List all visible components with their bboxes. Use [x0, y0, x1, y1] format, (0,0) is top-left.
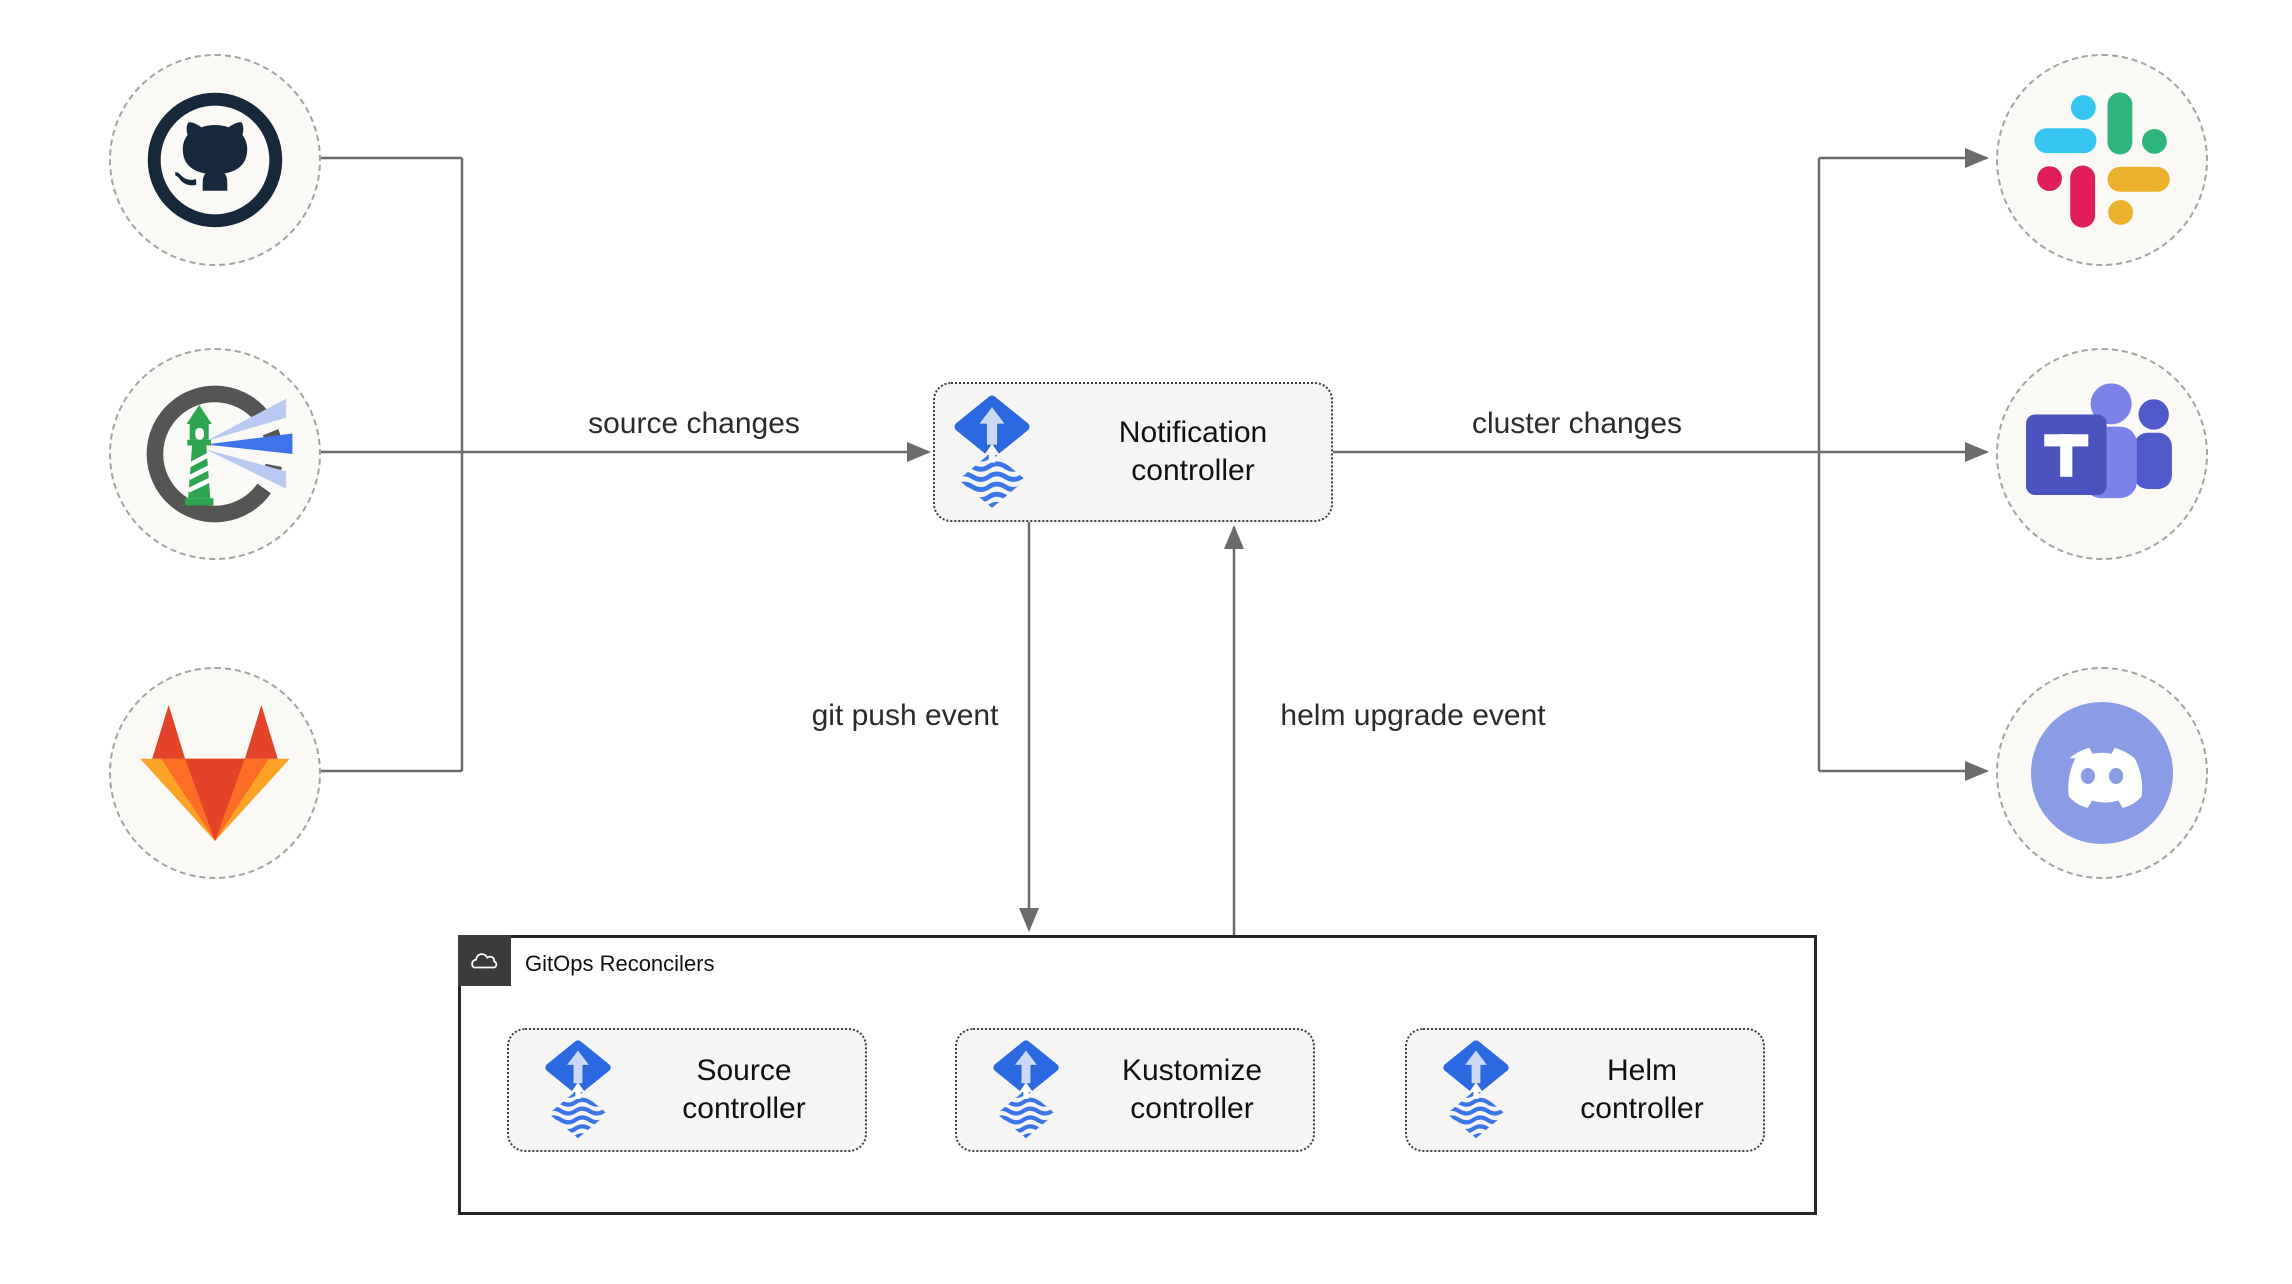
harbor-icon [136, 375, 294, 533]
helm-controller-label: Helm controller [1580, 1053, 1704, 1125]
notifier-node-teams [1996, 348, 2208, 560]
cloud-icon [467, 949, 502, 972]
source-controller-node: Source controller [507, 1028, 867, 1152]
edge-label-source-changes: source changes [588, 407, 800, 440]
kustomize-controller-node: Kustomize controller [955, 1028, 1315, 1152]
notifier-node-slack [1996, 54, 2208, 266]
edge-label-cluster-changes: cluster changes [1471, 407, 1683, 440]
source-node-harbor [109, 348, 321, 560]
flux-icon [1442, 1039, 1510, 1141]
source-node-github [109, 54, 321, 266]
edge-label-git-push-event: git push event [811, 699, 999, 732]
flux-icon [953, 394, 1031, 511]
flux-icon [992, 1039, 1060, 1141]
group-title: GitOps Reconcilers [525, 951, 715, 976]
source-node-gitlab [109, 667, 321, 879]
source-controller-label: Source controller [682, 1053, 806, 1125]
notification-controller-node: Notification controller [933, 382, 1333, 522]
slack-icon [2033, 91, 2171, 229]
notifier-node-discord [1996, 667, 2208, 879]
flux-icon [544, 1039, 612, 1141]
github-icon [139, 84, 291, 236]
discord-icon [2028, 699, 2176, 847]
helm-controller-node: Helm controller [1405, 1028, 1765, 1152]
gitlab-icon [140, 702, 290, 844]
kustomize-controller-label: Kustomize controller [1121, 1053, 1263, 1125]
group-badge [458, 935, 511, 986]
edge-label-helm-upgrade-event: helm upgrade event [1280, 699, 1546, 732]
notification-controller-label: Notification controller [1118, 415, 1268, 487]
teams-icon [2026, 378, 2178, 530]
